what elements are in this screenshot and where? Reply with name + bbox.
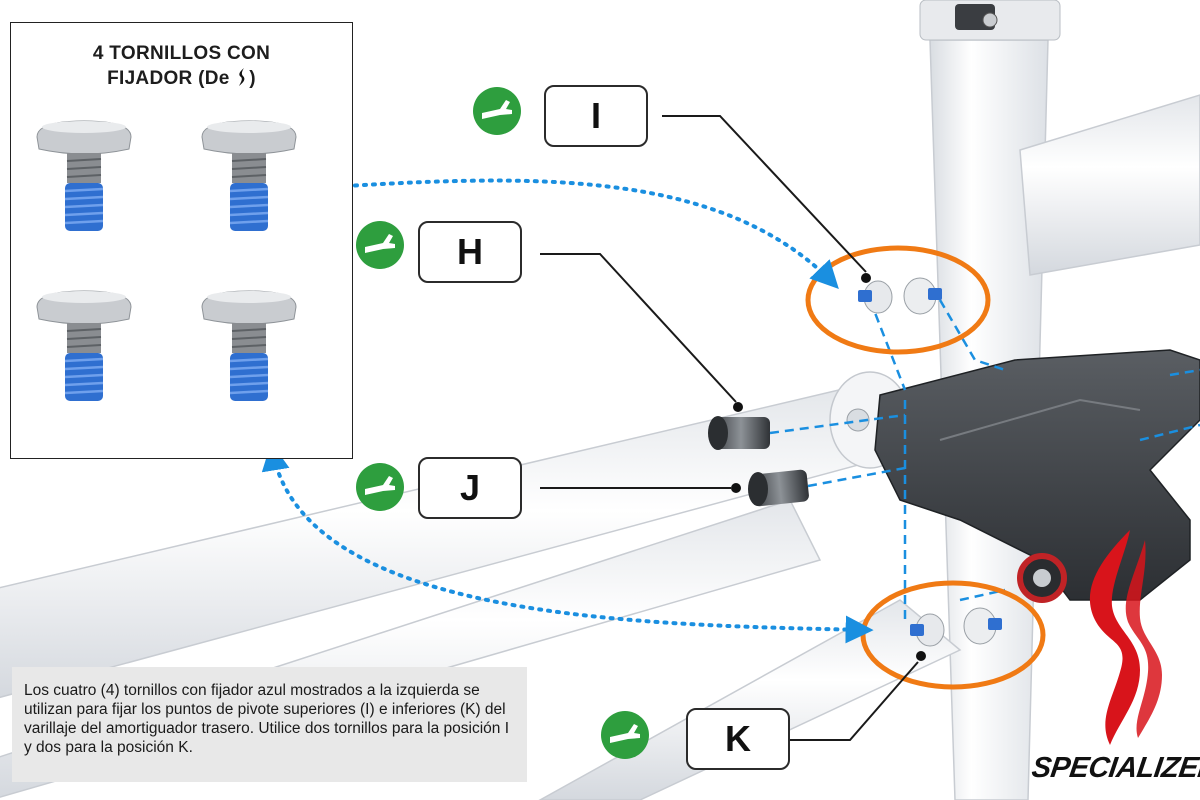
bolt-h [708,402,770,450]
threadlocker-screw-icon [36,120,132,231]
threadlocker-screw-icon [201,290,297,401]
threadlocker-screw-icon [201,120,297,231]
pivot-k-screws [910,607,1002,661]
brand-wordmark: SPECIALIZED® [1030,752,1200,785]
hex-wrench-icon [356,221,404,269]
screws-inset-panel: 4 TORNILLOS CON FIJADOR (De ) [10,22,353,459]
threadlocker-screw-icon [36,290,132,401]
leader-k [790,661,919,741]
label-k: K [686,708,790,770]
label-j: J [418,457,522,519]
inset-title-line2: FIJADOR (De [107,68,230,89]
hex-wrench-icon [356,463,404,511]
caption-box: Los cuatro (4) tornillos con fijador azu… [12,667,527,782]
label-i: I [544,85,648,147]
caption-text: Los cuatro (4) tornillos con fijador azu… [24,682,510,756]
hex-wrench-icon [473,87,521,135]
specialized-s-logo-icon [239,68,245,86]
leader-h [540,253,737,403]
inset-title-line1: 4 TORNILLOS CON [92,43,271,64]
brand-wordmark-text: SPECIALIZED [1029,752,1200,784]
hex-wrench-icon [601,711,649,759]
label-h: H [418,221,522,283]
inset-title: 4 TORNILLOS CON FIJADOR (De ) [11,41,352,91]
specialized-s-logo-icon [1089,530,1140,745]
arrow-to-pivot-i [309,172,839,290]
rocker-link [874,349,1200,601]
highlight-ring-i [805,245,991,355]
pivot-i-screws [858,273,942,315]
inset-title-suffix: ) [249,68,256,89]
top-tube [1019,94,1200,276]
leader-i [662,115,867,273]
arrow-to-pivot-k [261,442,874,644]
